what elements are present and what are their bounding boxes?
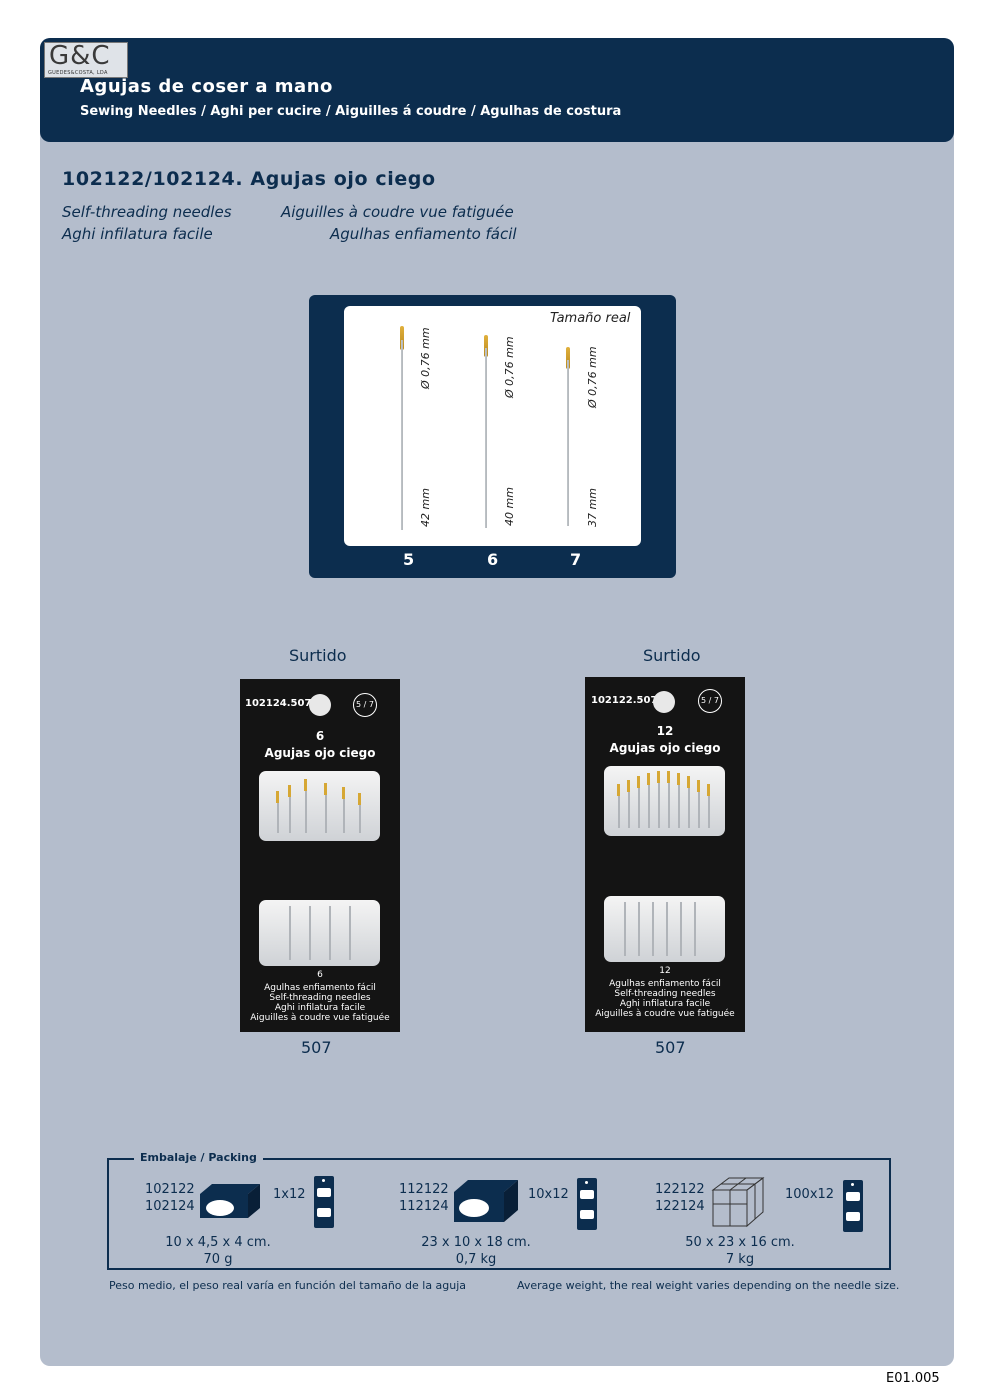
logo-text: G&C [49, 41, 111, 71]
needle-5-size: 5 [403, 550, 415, 569]
weight-note-es: Peso medio, el peso real varía en funció… [109, 1279, 467, 1292]
card-2-window-bottom [604, 896, 725, 962]
header-subtitle: Sewing Needles / Aghi per cucire / Aigui… [80, 104, 622, 119]
header-bar [40, 38, 954, 142]
product-title: 102122/102124. Agujas ojo ciego [62, 168, 436, 190]
card-1-badge: 5 / 7 [353, 693, 377, 717]
product-card-102122: 102122.507 5 / 7 12 Agujas ojo ciego 12 … [585, 677, 745, 1032]
brand-logo: G&C GUEDES&COSTA, LDA [44, 41, 128, 78]
pack-3-weight: 7 kg [725, 1252, 755, 1267]
card-2-badge: 5 / 7 [698, 689, 722, 713]
pack-3-code-b: 122124 [655, 1199, 705, 1214]
card-1-code: 102124.507 [245, 698, 312, 709]
card-1-ref: 507 [301, 1038, 332, 1057]
card-2-window-top [604, 766, 725, 836]
needle-6 [485, 348, 487, 528]
pack-2-dims: 23 x 10 x 18 cm. [421, 1235, 531, 1250]
needle-7-diameter: Ø 0,76 mm [586, 346, 599, 408]
needle-5-length: 42 mm [419, 488, 432, 527]
card-2-footer-fr: Aiguilles à coudre vue fatiguée [595, 1009, 735, 1019]
card-2-heading: Surtido [643, 646, 701, 665]
needle-5-diameter: Ø 0,76 mm [419, 327, 432, 389]
translation-pt: Agulhas enfiamento fácil [330, 225, 517, 243]
translation-en: Self-threading needles [62, 203, 232, 221]
pack-2-code-b: 112124 [399, 1199, 449, 1214]
card-2-bottom-count: 12 [659, 966, 671, 976]
card-1-footer-pt: Agulhas enfiamento fácil [264, 983, 376, 993]
small-box-icon [200, 1184, 260, 1218]
card-1-dot [309, 694, 331, 716]
needle-7-size: 7 [570, 550, 582, 569]
pack-1-code-a: 102122 [145, 1182, 195, 1197]
pack-1-code-b: 102124 [145, 1199, 195, 1214]
card-2-footer-en: Self-threading needles [614, 989, 716, 999]
page-number: E01.005 [886, 1371, 940, 1386]
translation-it: Aghi infilatura facile [62, 225, 213, 243]
needle-7-eye [566, 347, 570, 369]
pack-1-weight: 70 g [203, 1252, 233, 1267]
needle-6-length: 40 mm [503, 487, 516, 526]
page-background [40, 38, 954, 1366]
card-1-window-top [259, 771, 380, 841]
packing-box [107, 1158, 891, 1270]
product-card-102124: 102124.507 5 / 7 6 Agujas ojo ciego 6 Ag… [240, 679, 400, 1032]
packing-legend: Embalaje / Packing [134, 1151, 263, 1164]
card-1-window-bottom [259, 900, 380, 966]
header-title: Agujas de coser a mano [80, 76, 333, 97]
card-2-code: 102122.507 [591, 695, 658, 706]
translation-fr: Aiguilles à coudre vue fatiguée [281, 203, 514, 221]
card-2-ref: 507 [655, 1038, 686, 1057]
card-2-name: Agujas ojo ciego [609, 741, 721, 755]
shipping-carton-icon [711, 1177, 765, 1228]
medium-box-icon [454, 1180, 518, 1222]
needle-6-size: 6 [487, 550, 499, 569]
pack-2-weight: 0,7 kg [455, 1252, 497, 1267]
card-1-count: 6 [315, 729, 325, 743]
logo-subtext: GUEDES&COSTA, LDA [48, 70, 108, 76]
card-2-count: 12 [656, 724, 674, 738]
card-1-name: Agujas ojo ciego [264, 746, 376, 760]
pack-1-dims: 10 x 4,5 x 4 cm. [165, 1235, 271, 1250]
pack-3-qty: 100x12 [785, 1187, 835, 1202]
pack-2-card-icon [577, 1178, 597, 1230]
card-1-footer-fr: Aiguilles à coudre vue fatiguée [250, 1013, 390, 1023]
real-size-label: Tamaño real [550, 311, 631, 326]
card-2-footer-it: Aghi infilatura facile [619, 999, 711, 1009]
card-2-dot [653, 691, 675, 713]
pack-1-card-icon [314, 1176, 334, 1228]
card-1-heading: Surtido [289, 646, 347, 665]
pack-3-code-a: 122122 [655, 1182, 705, 1197]
card-1-footer-en: Self-threading needles [269, 993, 371, 1003]
pack-2-code-a: 112122 [399, 1182, 449, 1197]
pack-2-qty: 10x12 [528, 1187, 569, 1202]
needle-6-diameter: Ø 0,76 mm [503, 336, 516, 398]
needle-7-length: 37 mm [586, 488, 599, 527]
card-2-footer-pt: Agulhas enfiamento fácil [609, 979, 721, 989]
pack-1-qty: 1x12 [273, 1187, 306, 1202]
card-1-bottom-count: 6 [317, 970, 323, 980]
needle-5-eye [400, 326, 404, 350]
needle-5 [401, 340, 403, 530]
weight-note-en: Average weight, the real weight varies d… [517, 1279, 900, 1292]
pack-3-dims: 50 x 23 x 16 cm. [685, 1235, 795, 1250]
card-1-footer-it: Aghi infilatura facile [274, 1003, 366, 1013]
needle-7 [567, 360, 569, 526]
pack-3-card-icon [843, 1180, 863, 1232]
needle-gauge-panel [344, 306, 641, 546]
needle-6-eye [484, 335, 488, 357]
